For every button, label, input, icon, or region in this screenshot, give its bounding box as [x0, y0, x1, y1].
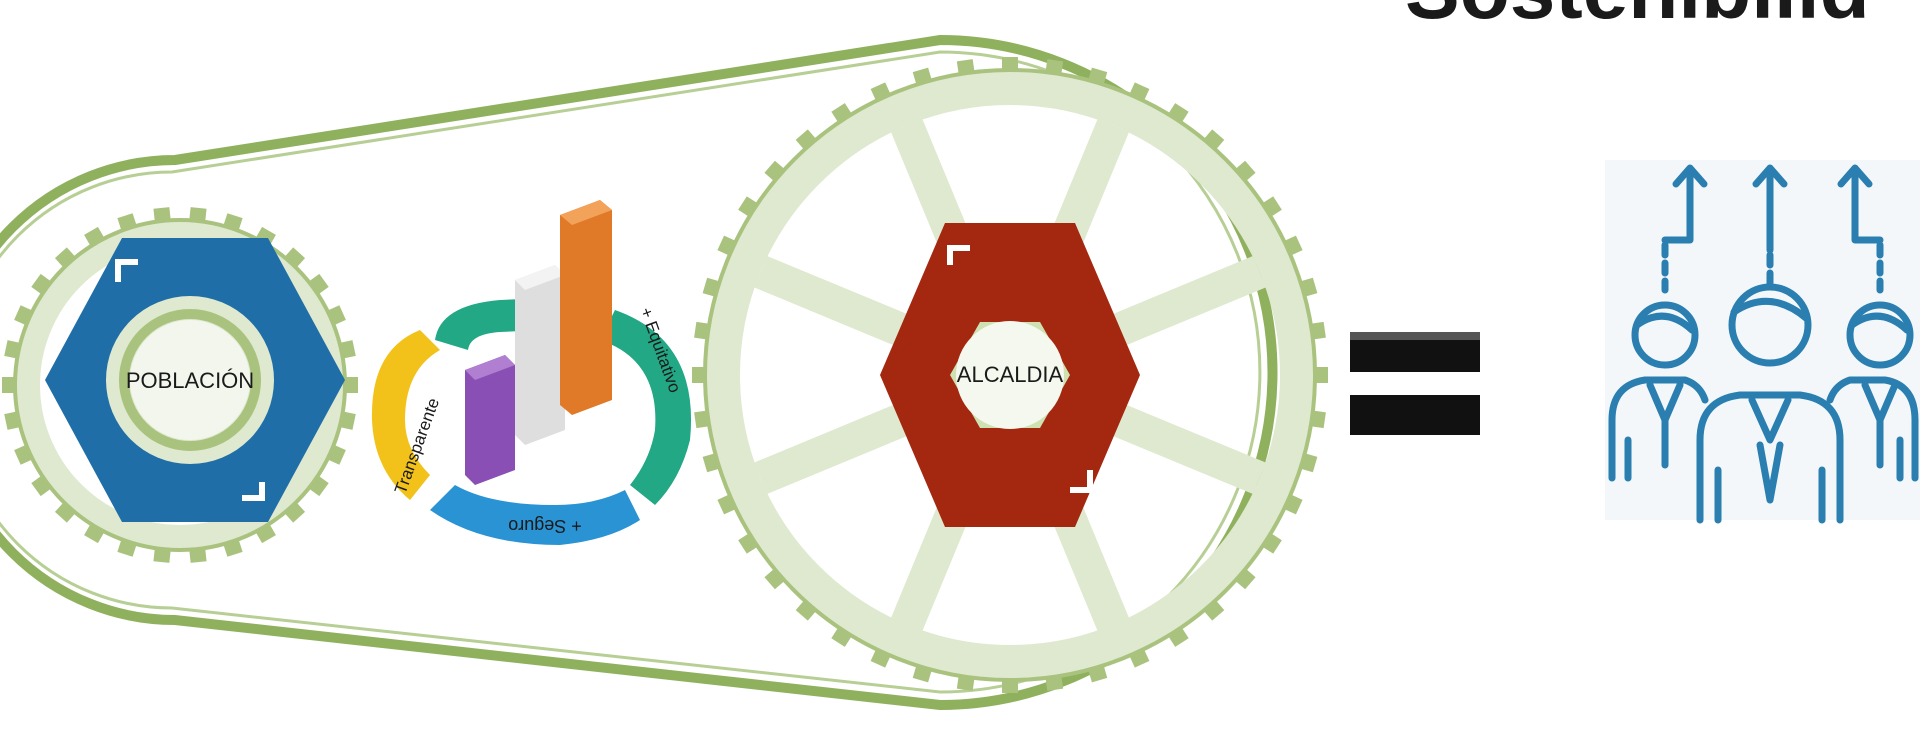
poblacion-label: POBLACIÓN	[126, 368, 254, 393]
gear-tooth	[1314, 367, 1328, 383]
gear-tooth	[1234, 568, 1256, 590]
gear-tooth	[831, 103, 853, 124]
gear-tooth	[717, 235, 737, 256]
gear-spoke	[1105, 255, 1266, 349]
gear-tooth	[189, 207, 207, 223]
gear-tooth	[223, 213, 243, 232]
gear-tooth	[1045, 59, 1064, 76]
gear-tooth	[307, 273, 329, 296]
gear-tooth	[117, 213, 137, 232]
gear-spoke	[1105, 401, 1266, 495]
people-growth-icon	[1605, 160, 1920, 524]
gear-tooth	[1167, 103, 1189, 124]
gear-tooth	[764, 568, 786, 590]
gear-tooth	[1299, 277, 1318, 298]
gear-tooth	[738, 532, 759, 554]
gear-tooth	[338, 340, 356, 359]
gear-tooth	[694, 321, 711, 340]
gear-tooth	[1283, 235, 1303, 256]
gear-tooth	[956, 674, 975, 691]
gear-tooth	[764, 160, 786, 182]
gear-tooth	[223, 538, 243, 557]
gear-tooth	[84, 523, 105, 544]
gear-tooth	[795, 599, 817, 621]
gear-tooth	[1309, 410, 1326, 429]
gear-tooth	[31, 273, 53, 296]
gear-tooth	[84, 226, 105, 247]
gear-tooth	[738, 196, 759, 218]
gear-tooth	[1129, 648, 1150, 668]
gear-tooth	[956, 59, 975, 76]
gear-tooth	[338, 411, 356, 430]
gear-tooth	[4, 411, 22, 430]
gear-tooth	[153, 207, 171, 223]
gear-tooth	[4, 340, 22, 359]
gear-tooth	[14, 444, 34, 465]
gear-tooth	[1299, 452, 1318, 473]
gear-tooth	[54, 247, 77, 269]
large-gear-icon	[692, 57, 1328, 693]
alcaldia-label: ALCALDIA	[957, 362, 1064, 387]
gear-tooth	[694, 410, 711, 429]
gear-spoke	[754, 255, 915, 349]
equals-icon	[1350, 332, 1480, 435]
gear-tooth	[283, 247, 306, 269]
gear-tooth	[717, 494, 737, 515]
gear-spoke	[754, 401, 915, 495]
gear-tooth	[1309, 321, 1326, 340]
gear-tooth	[326, 444, 346, 465]
gear-tooth	[912, 664, 933, 683]
gear-tooth	[870, 82, 891, 102]
gear-tooth	[912, 67, 933, 86]
gear-tooth	[14, 305, 34, 326]
gear-tooth	[1203, 599, 1225, 621]
gear-tooth	[2, 377, 16, 393]
gear-tooth	[54, 501, 77, 523]
cycle-label-bottom: + Seguro	[508, 516, 582, 536]
headline-text: Sostenibilid	[1405, 0, 1870, 36]
gear-tooth	[1002, 679, 1018, 693]
gear-tooth	[31, 474, 53, 497]
gear-tooth	[831, 626, 853, 647]
gear-tooth	[344, 377, 358, 393]
gear-tooth	[1002, 57, 1018, 71]
gear-tooth	[326, 305, 346, 326]
gear-tooth	[1234, 160, 1256, 182]
gear-tooth	[307, 474, 329, 497]
gear-tooth	[1087, 664, 1108, 683]
gear-tooth	[702, 452, 721, 473]
gear-tooth	[189, 547, 207, 563]
gear-tooth	[1203, 129, 1225, 151]
gear-tooth	[153, 547, 171, 563]
gear-tooth	[255, 523, 276, 544]
gear-tooth	[1129, 82, 1150, 102]
gear-tooth	[1167, 626, 1189, 647]
alcaldia-nut-icon	[880, 223, 1140, 527]
gear-tooth	[1261, 532, 1282, 554]
cycle-bar-chart-icon	[371, 200, 692, 545]
gear-tooth	[1283, 494, 1303, 515]
gear-tooth	[1087, 67, 1108, 86]
gear-tooth	[692, 367, 706, 383]
poblacion-nut-icon	[45, 238, 345, 522]
gear-tooth	[702, 277, 721, 298]
gear-tooth	[283, 501, 306, 523]
gear-tooth	[1261, 196, 1282, 218]
gear-tooth	[795, 129, 817, 151]
gear-tooth	[1045, 674, 1064, 691]
gear-tooth	[117, 538, 137, 557]
gear-tooth	[870, 648, 891, 668]
